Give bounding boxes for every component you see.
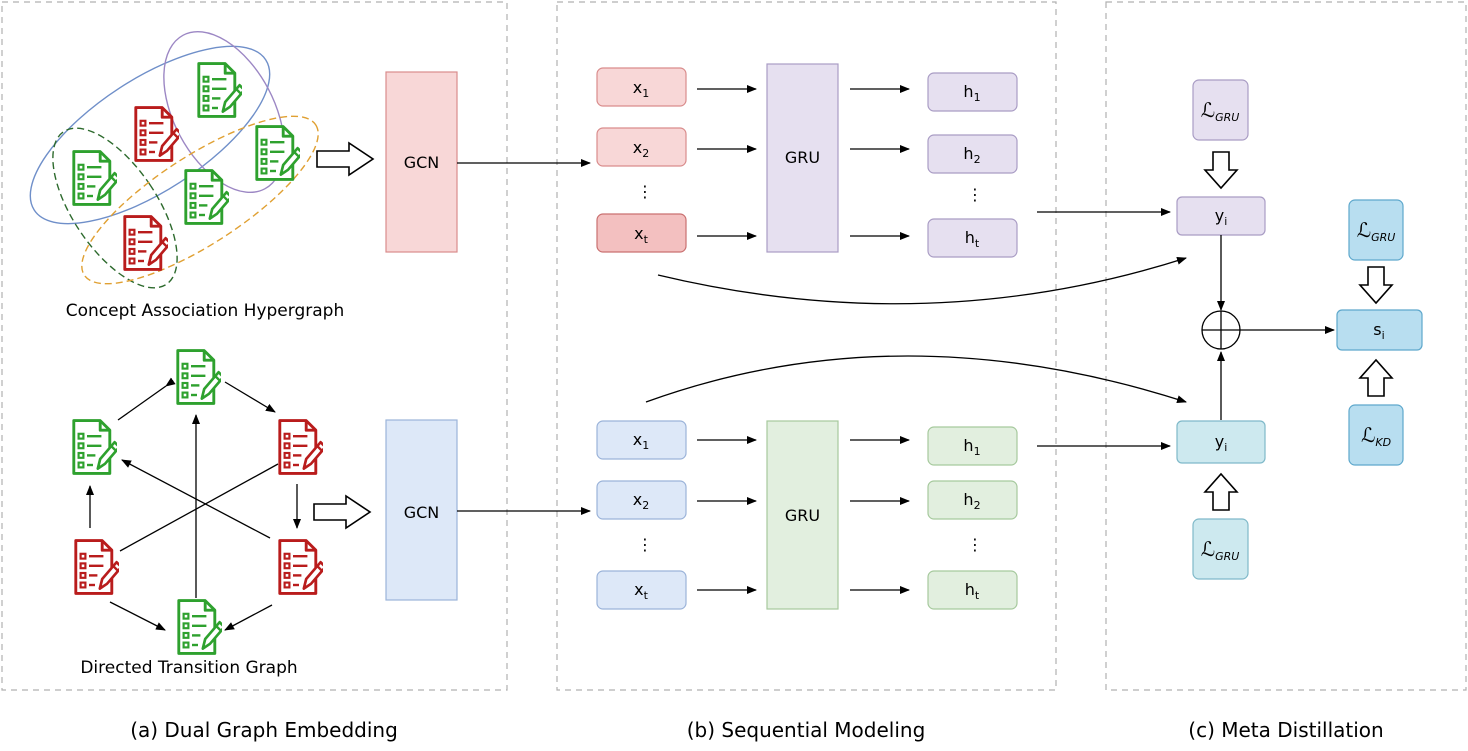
s-box	[1336, 309, 1423, 351]
hollow-arrow-up-icon	[1359, 359, 1393, 397]
input-label: x2	[633, 490, 649, 512]
output-label: h1	[963, 436, 980, 458]
loss-gru-box-top	[1192, 79, 1249, 141]
ellipsis: ⋮	[637, 182, 653, 201]
hypergraph-label: Concept Association Hypergraph	[66, 301, 344, 321]
caption-a: (a) Dual Graph Embedding	[130, 718, 398, 742]
input-label: x1	[633, 78, 649, 100]
edge	[109, 601, 166, 631]
document-icon	[177, 599, 222, 655]
gru-box-bottom	[766, 420, 839, 610]
gcn-label-bottom: GCN	[404, 503, 440, 522]
caption-c: (c) Meta Distillation	[1188, 718, 1383, 742]
edge	[117, 377, 176, 421]
input-label: xt	[634, 224, 648, 246]
transition-graph-label: Directed Transition Graph	[80, 658, 297, 678]
hyperedge-green-dashed	[52, 127, 178, 289]
output-box	[927, 426, 1018, 466]
ellipsis: ⋮	[967, 535, 983, 554]
input-label: xt	[634, 580, 648, 602]
input-box	[596, 570, 687, 610]
input-label: x1	[633, 430, 649, 452]
edge	[121, 459, 271, 539]
gru-box-top	[766, 63, 839, 253]
output-box	[927, 480, 1018, 520]
output-label: h2	[963, 490, 980, 512]
edge	[119, 463, 279, 552]
edge	[224, 604, 273, 631]
loss-gru-box-right	[1348, 199, 1404, 261]
loss-kd-box	[1348, 404, 1404, 466]
panel-b-frame	[556, 1, 1057, 691]
document-icon	[278, 419, 323, 475]
document-icon	[176, 349, 221, 405]
document-icon	[72, 419, 117, 475]
sequence-bottom: x1 x2 ⋮ xt GRU h1 h2 ⋮ ht	[596, 420, 1018, 610]
hollow-arrow-right-icon	[316, 142, 374, 176]
loss-gru-label: ℒGRU	[1201, 537, 1240, 563]
document-icon	[278, 539, 323, 595]
panel-c-frame	[1105, 1, 1467, 691]
gcn-box-bottom	[385, 419, 458, 601]
output-label: ht	[965, 228, 980, 250]
hollow-arrow-down-icon	[1359, 266, 1393, 304]
hollow-arrow-right-icon	[313, 495, 371, 529]
document-icon	[255, 125, 300, 181]
input-box	[596, 67, 687, 107]
y-label-bottom: yi	[1215, 432, 1228, 454]
document-icon	[134, 106, 179, 162]
input-box	[596, 213, 687, 253]
curved-arrow-top	[657, 256, 1187, 305]
output-box	[927, 218, 1018, 258]
loss-gru-label: ℒGRU	[1201, 98, 1240, 124]
sequence-top: x1 x2 ⋮ xt GRU h1 h2 ⋮ ht	[596, 63, 1018, 258]
hollow-arrow-up-icon	[1204, 473, 1238, 511]
output-label: h1	[963, 82, 980, 104]
caption-b: (b) Sequential Modeling	[687, 718, 926, 742]
hollow-arrow-down-icon	[1204, 151, 1238, 189]
sum-icon	[1201, 310, 1241, 350]
ellipsis: ⋮	[967, 185, 983, 204]
input-box	[596, 420, 687, 460]
loss-gru-box-bottom	[1192, 518, 1249, 580]
output-box	[927, 570, 1018, 610]
input-box	[596, 480, 687, 520]
input-box	[596, 127, 687, 167]
loss-kd-label: ℒKD	[1361, 423, 1391, 449]
hyperedge-orange-dashed	[81, 115, 319, 285]
document-icon	[184, 169, 229, 225]
edge	[224, 381, 276, 413]
y-box-bottom	[1176, 420, 1266, 464]
hyperedge-purple	[163, 30, 285, 194]
gcn-box-top	[385, 71, 458, 253]
hyperedge-blue	[29, 45, 271, 225]
meta-distillation: ℒGRU yi yi ℒGRU ℒGRU si ℒKD	[1176, 79, 1423, 580]
y-label-top: yi	[1215, 206, 1228, 228]
gcn-label-top: GCN	[404, 153, 440, 172]
gru-label-bottom: GRU	[785, 506, 820, 525]
panel-a-frame	[1, 1, 508, 691]
document-icon	[72, 150, 117, 206]
curved-arrow-bottom	[645, 355, 1187, 404]
gru-label-top: GRU	[785, 148, 820, 167]
loss-gru-label: ℒGRU	[1357, 218, 1396, 244]
document-icon	[197, 62, 242, 118]
output-label: h2	[963, 144, 980, 166]
document-icon	[74, 539, 119, 595]
transition-graph	[72, 349, 323, 655]
ellipsis: ⋮	[637, 535, 653, 554]
input-label: x2	[633, 138, 649, 160]
s-label: si	[1373, 320, 1384, 342]
output-label: ht	[965, 580, 980, 602]
output-box	[927, 72, 1018, 112]
hypergraph	[29, 30, 319, 289]
output-box	[927, 134, 1018, 174]
document-icon	[123, 215, 168, 271]
